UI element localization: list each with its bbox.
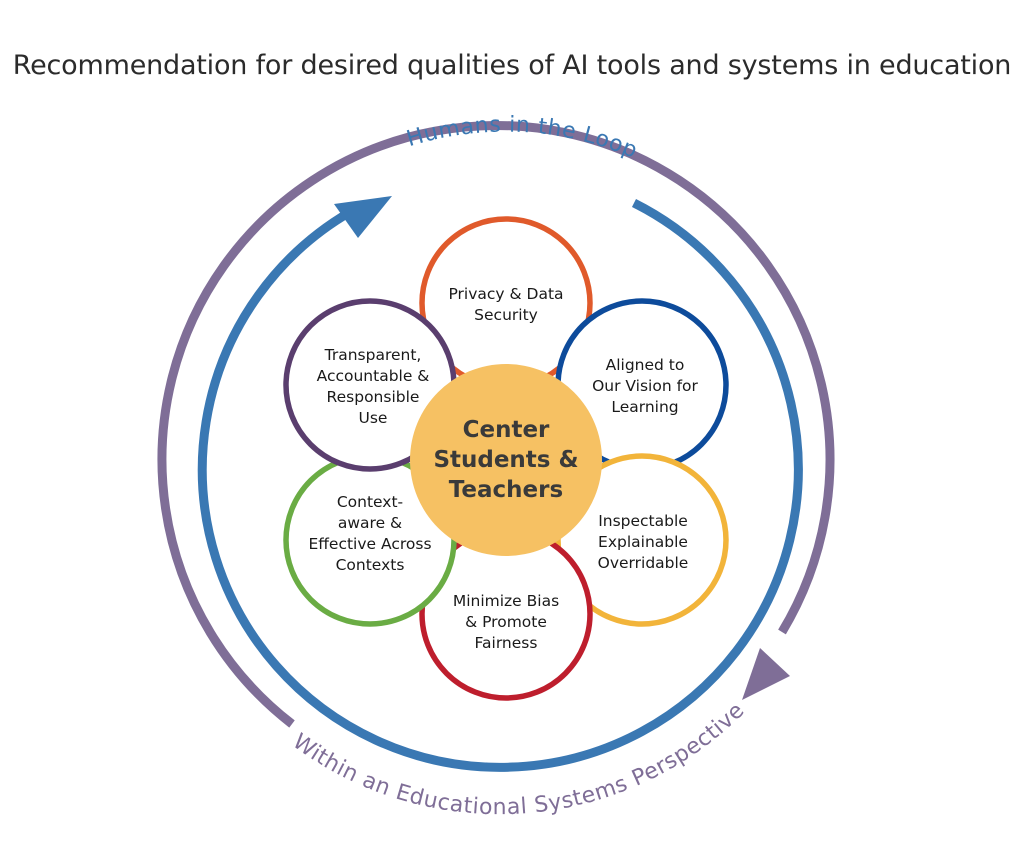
- outer-ring-label: Within an Educational Systems Perspectiv…: [288, 698, 750, 820]
- inner-ring-arc: [197, 198, 803, 772]
- inner-ring-label: Humans in the Loop: [404, 113, 641, 164]
- page-title: Recommendation for desired qualities of …: [12, 50, 1012, 81]
- outer-ring-arc: [157, 121, 835, 728]
- petal-context-label: Context- aware & Effective Across Contex…: [308, 493, 432, 574]
- petal-transparent-label: Transparent, Accountable & Responsible U…: [316, 346, 430, 427]
- petal-bias-label: Minimize Bias & Promote Fairness: [452, 592, 560, 652]
- petal-inspectable-label: Inspectable Explainable Overridable: [597, 512, 689, 572]
- center-label: Center Students & Teachers: [433, 417, 579, 503]
- petal-vision-label: Aligned to Our Vision for Learning: [592, 356, 698, 416]
- center-circle: [410, 364, 602, 556]
- petal-privacy-label: Privacy & Data Security: [448, 285, 564, 324]
- inner-ring-arrowhead: [334, 196, 392, 238]
- outer-ring-arrowhead: [742, 648, 790, 700]
